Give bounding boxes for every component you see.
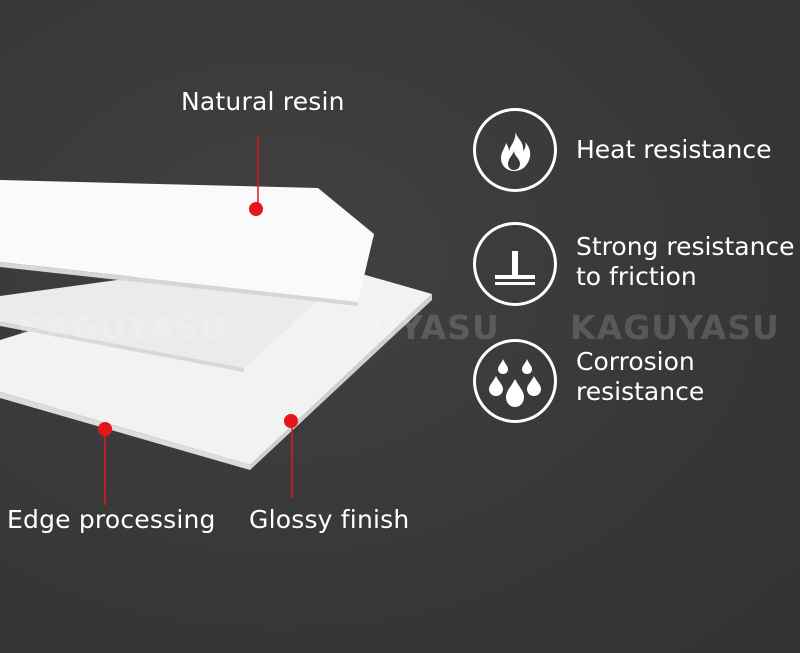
droplets-icon bbox=[473, 339, 557, 423]
glossy-finish-label: Glossy finish bbox=[249, 505, 410, 534]
watermark: KAGUYASU bbox=[290, 308, 500, 347]
friction-resistance-label: Strong resistance to friction bbox=[576, 232, 795, 291]
heat-resistance-label: Heat resistance bbox=[576, 135, 772, 164]
glossy-finish-marker bbox=[284, 414, 298, 428]
natural-resin-marker bbox=[249, 202, 263, 216]
natural-resin-label: Natural resin bbox=[181, 87, 345, 116]
edge-processing-label: Edge processing bbox=[7, 505, 216, 534]
watermark: KAGUYASU bbox=[18, 308, 228, 347]
flame-icon bbox=[473, 108, 557, 192]
edge-processing-marker bbox=[98, 422, 112, 436]
watermark: KAGUYASU bbox=[570, 308, 780, 347]
friction-icon bbox=[473, 222, 557, 306]
corrosion-resistance-label: Corrosion resistance bbox=[576, 347, 705, 406]
